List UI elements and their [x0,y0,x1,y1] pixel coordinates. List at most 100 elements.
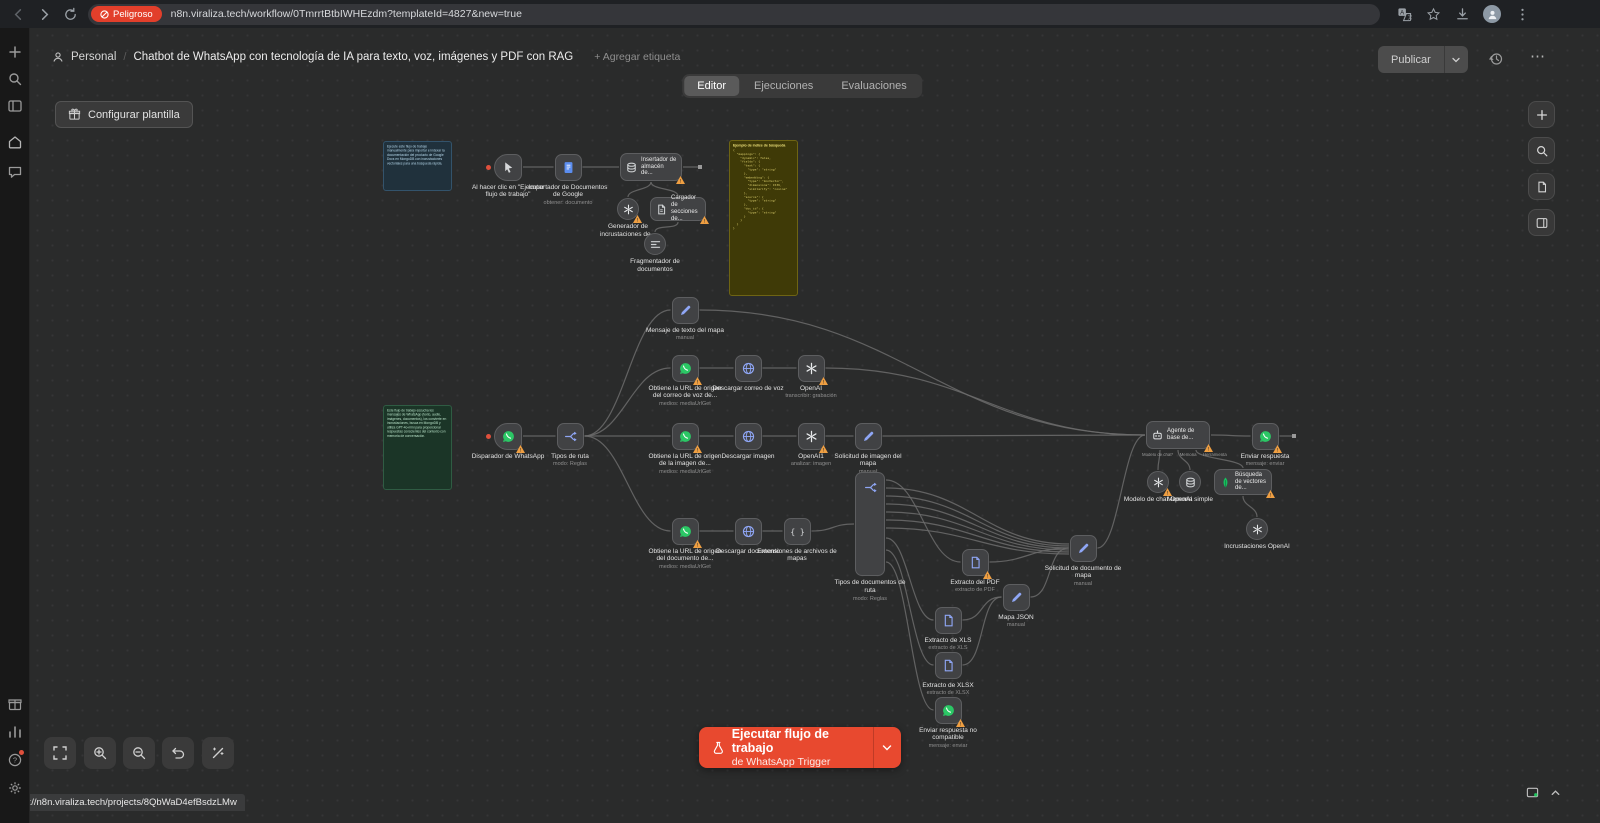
add-node-button[interactable] [1528,101,1555,128]
browser-menu-icon[interactable] [1514,6,1530,22]
downloads-icon[interactable] [1454,6,1470,22]
node-sublabel: extracto de XLS [928,645,968,652]
node-openai-image[interactable]: ! [797,422,828,453]
pointer-icon [501,160,516,175]
reload-icon[interactable] [62,6,78,22]
fit-view-button[interactable] [44,737,76,769]
templates-button[interactable] [1528,173,1555,200]
node-sublabel: extracto de XLSX [926,690,970,697]
node-doc-route-types[interactable] [855,472,885,576]
node-xlsx-extract[interactable] [934,651,962,679]
zoom-in-button[interactable] [84,737,116,769]
node-label: Incrustaciones OpenAI [1224,543,1290,550]
node-map-image-request[interactable] [854,422,882,450]
sticky-note-import-note[interactable]: Ejecute este flujo de trabajo manualment… [383,141,452,191]
node-send-reply[interactable]: ! [1251,422,1282,453]
node-file-ext-map[interactable]: { } [783,517,811,545]
node-openai-chat-model[interactable]: ! [1147,471,1172,496]
node-label: Modelo de chat OpenAI [1123,496,1193,503]
node-voice-download[interactable] [734,354,762,382]
node-sublabel: manual [1006,622,1026,629]
home-icon[interactable] [7,134,23,150]
workflow-canvas[interactable] [30,28,1600,823]
whats-new-icon[interactable] [7,696,23,712]
svg-text:!: ! [696,447,698,452]
node-pdf-extract[interactable]: ! [961,548,992,579]
node-map-json[interactable] [1002,583,1030,611]
node-openai-embeddings[interactable] [1246,518,1268,540]
toggle-panel-button[interactable] [1528,209,1555,236]
tab-editor[interactable]: Editor [684,76,739,96]
add-workflow-icon[interactable] [7,44,23,60]
help-icon[interactable]: ? [7,752,23,768]
address-bar[interactable]: Peligroso n8n.viraliza.tech/workflow/0Tm… [88,3,1380,25]
add-tag-button[interactable]: + Agregar etiqueta [594,51,681,63]
view-tabs: Editor Ejecuciones Evaluaciones [682,74,922,98]
canvas-search-button[interactable] [1528,137,1555,164]
node-vector-search[interactable]: Búsqueda de vectores de...! [1214,469,1275,498]
chat-icon[interactable] [7,164,23,180]
node-label: Fragmentador de documentos [630,258,680,273]
publish-button[interactable]: Publicar [1378,46,1444,73]
bookmark-star-icon[interactable] [1425,6,1441,22]
workflows-panel-icon[interactable] [7,98,23,114]
insights-icon[interactable] [7,724,23,740]
node-section-loader[interactable]: Cargador de secciones de...! [650,195,709,224]
node-label: Obtiene la URL de origen del correo de v… [644,385,726,408]
profile-avatar[interactable] [1483,5,1501,23]
svg-text:!: ! [1208,447,1210,452]
execute-divider [872,727,874,768]
node-voice-url[interactable]: ! [671,354,702,385]
node-map-text-message[interactable] [671,296,699,324]
node-xls-extract[interactable] [934,606,962,634]
node-map-doc-request[interactable] [1069,534,1097,562]
node-google-docs-importer[interactable] [554,153,582,181]
node-image-url[interactable]: ! [671,422,702,453]
node-store-inserter[interactable]: Insertador de almacén de...! [620,153,685,184]
node-image-download[interactable] [734,422,762,450]
node-openai-voice[interactable]: ! [797,354,828,385]
zoom-out-button[interactable] [123,737,155,769]
execute-dropdown[interactable] [873,742,901,754]
tab-executions[interactable]: Ejecuciones [753,80,814,92]
search-icon[interactable] [7,71,23,87]
test-flask-icon [713,741,723,754]
workflow-title[interactable]: Chatbot de WhatsApp con tecnología de IA… [133,51,574,63]
history-icon[interactable] [1488,51,1504,72]
tidy-up-button[interactable] [202,737,234,769]
breadcrumb-project[interactable]: Personal [71,51,117,63]
node-doc-url[interactable]: ! [671,517,702,548]
node-inline-label: Cargador de secciones de... [671,195,698,222]
configure-template-button[interactable]: Configurar plantilla [55,101,193,128]
node-whatsapp-trigger[interactable]: ! [486,422,525,453]
node-simple-memory[interactable] [1179,471,1201,493]
publish-dropdown[interactable] [1443,46,1468,73]
node-embeddings-generator[interactable]: ! [617,198,642,223]
settings-gear-icon[interactable] [7,780,23,796]
translate-icon[interactable]: A文 [1396,6,1412,22]
sticky-note-search-index-example[interactable]: Ejemplo de índice de búsqueda{ "mappings… [729,140,798,296]
openai-icon [622,203,635,216]
forward-icon[interactable] [36,6,52,22]
node-kb-agent[interactable]: Agente de base de...! [1146,421,1213,452]
node-doc-download[interactable] [734,517,762,545]
chevron-up-icon[interactable] [1549,786,1562,804]
node-route-types[interactable] [556,422,584,450]
tab-evaluations[interactable]: Evaluaciones [841,80,907,92]
robot-icon [1151,429,1164,442]
svg-text:!: ! [704,219,706,224]
undo-button[interactable] [162,737,194,769]
back-icon[interactable] [10,6,26,22]
node-manual-trigger[interactable] [486,153,522,181]
svg-text:!: ! [822,447,824,452]
sticky-note-listener-note[interactable]: Este flujo de trabajo escucha los mensaj… [383,405,452,490]
execute-workflow-button[interactable]: Ejecutar flujo de trabajo de WhatsApp Tr… [699,727,901,768]
node-unsupported-reply[interactable]: ! [934,696,965,727]
danger-badge[interactable]: Peligroso [91,6,162,22]
workflow-menu-icon[interactable]: ⋯ [1530,48,1546,65]
db-icon [1184,476,1197,489]
node-doc-splitter[interactable] [644,233,666,255]
pip-icon[interactable] [1526,786,1539,804]
